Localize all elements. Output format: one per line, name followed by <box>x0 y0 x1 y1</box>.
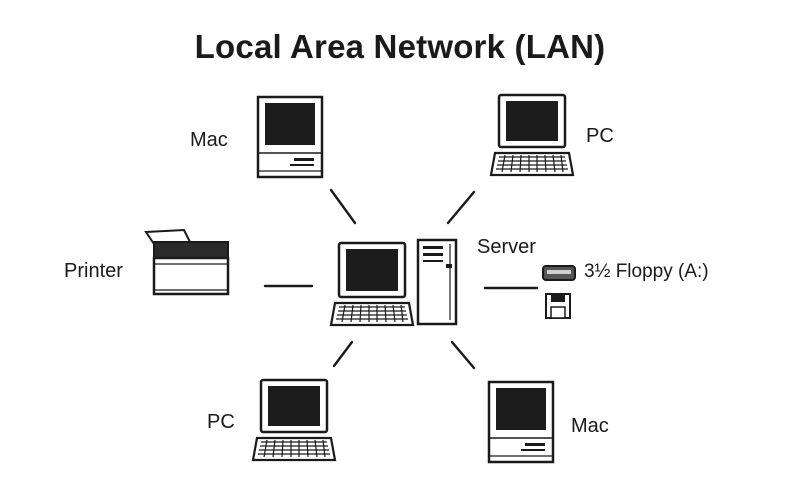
laptop-computer-icon <box>489 93 575 177</box>
label-floppy: 3½ Floppy (A:) <box>584 261 709 282</box>
server-laptop-icon <box>329 241 415 327</box>
laptop-computer-icon-bottom <box>251 378 337 462</box>
label-pc-top: PC <box>586 125 614 147</box>
edge-mac-top <box>329 188 357 225</box>
diagram-title: Local Area Network (LAN) <box>194 28 606 65</box>
label-server: Server <box>477 236 536 258</box>
edge-pc-top <box>446 190 476 225</box>
label-mac-top: Mac <box>190 129 228 151</box>
edge-pc-bottom <box>332 340 354 368</box>
floppy-drive-icon <box>542 265 576 281</box>
edge-mac-bottom <box>450 340 476 370</box>
printer-icon <box>144 228 230 296</box>
mac-computer-icon-bottom <box>487 380 555 464</box>
mac-computer-icon <box>256 95 324 179</box>
server-tower-icon <box>416 238 458 326</box>
label-pc-bottom: PC <box>207 411 235 433</box>
label-printer: Printer <box>64 260 123 282</box>
connections <box>263 188 539 370</box>
floppy-disk-icon <box>545 293 571 319</box>
label-mac-bottom: Mac <box>571 415 609 437</box>
